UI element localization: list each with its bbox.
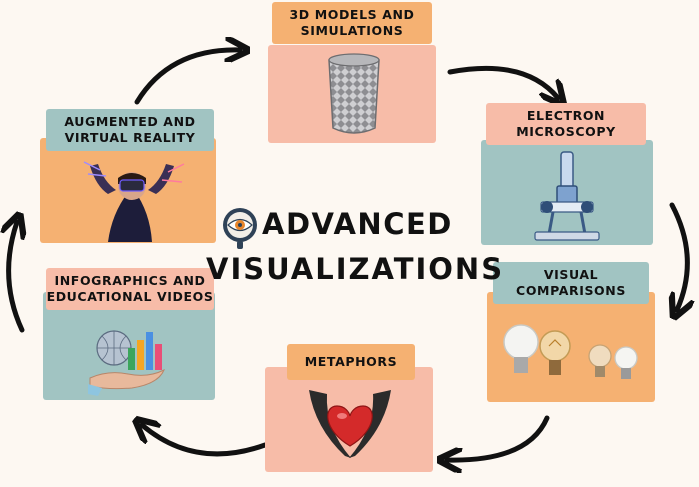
vr-headset-person-icon [72,160,190,242]
panel-label: METAPHORS [287,344,415,380]
eye-magnifier-icon [218,205,262,249]
microscope-icon [527,150,607,242]
panel-label: ELECTRON MICROSCOPY [486,103,646,145]
heart-in-hands-icon [305,384,395,466]
arrow-to-metaphors [447,415,550,460]
panel-label: AUGMENTED AND VIRTUAL REALITY [46,109,214,151]
center-title-line-1: ADVANCED [262,207,453,241]
panel-label: INFOGRAPHICS AND EDUCATIONAL VIDEOS [46,268,214,310]
panel-label: 3D MODELS AND SIMULATIONS [272,2,432,44]
arrow-to-electron-microscopy [447,65,558,98]
light-bulbs-icon [499,320,649,390]
panel-label: VISUAL COMPARISONS [493,262,649,304]
hand-globe-chart-icon [88,318,168,398]
arrow-to-infographics [142,425,268,457]
arrow-to-ar-vr [9,222,22,333]
center-title-line-2: VISUALIZATIONS [206,252,505,286]
lattice-cylinder-icon [325,52,383,134]
arrow-to-3d-models [134,50,240,105]
arrow-to-visual-comparisons [672,202,687,310]
